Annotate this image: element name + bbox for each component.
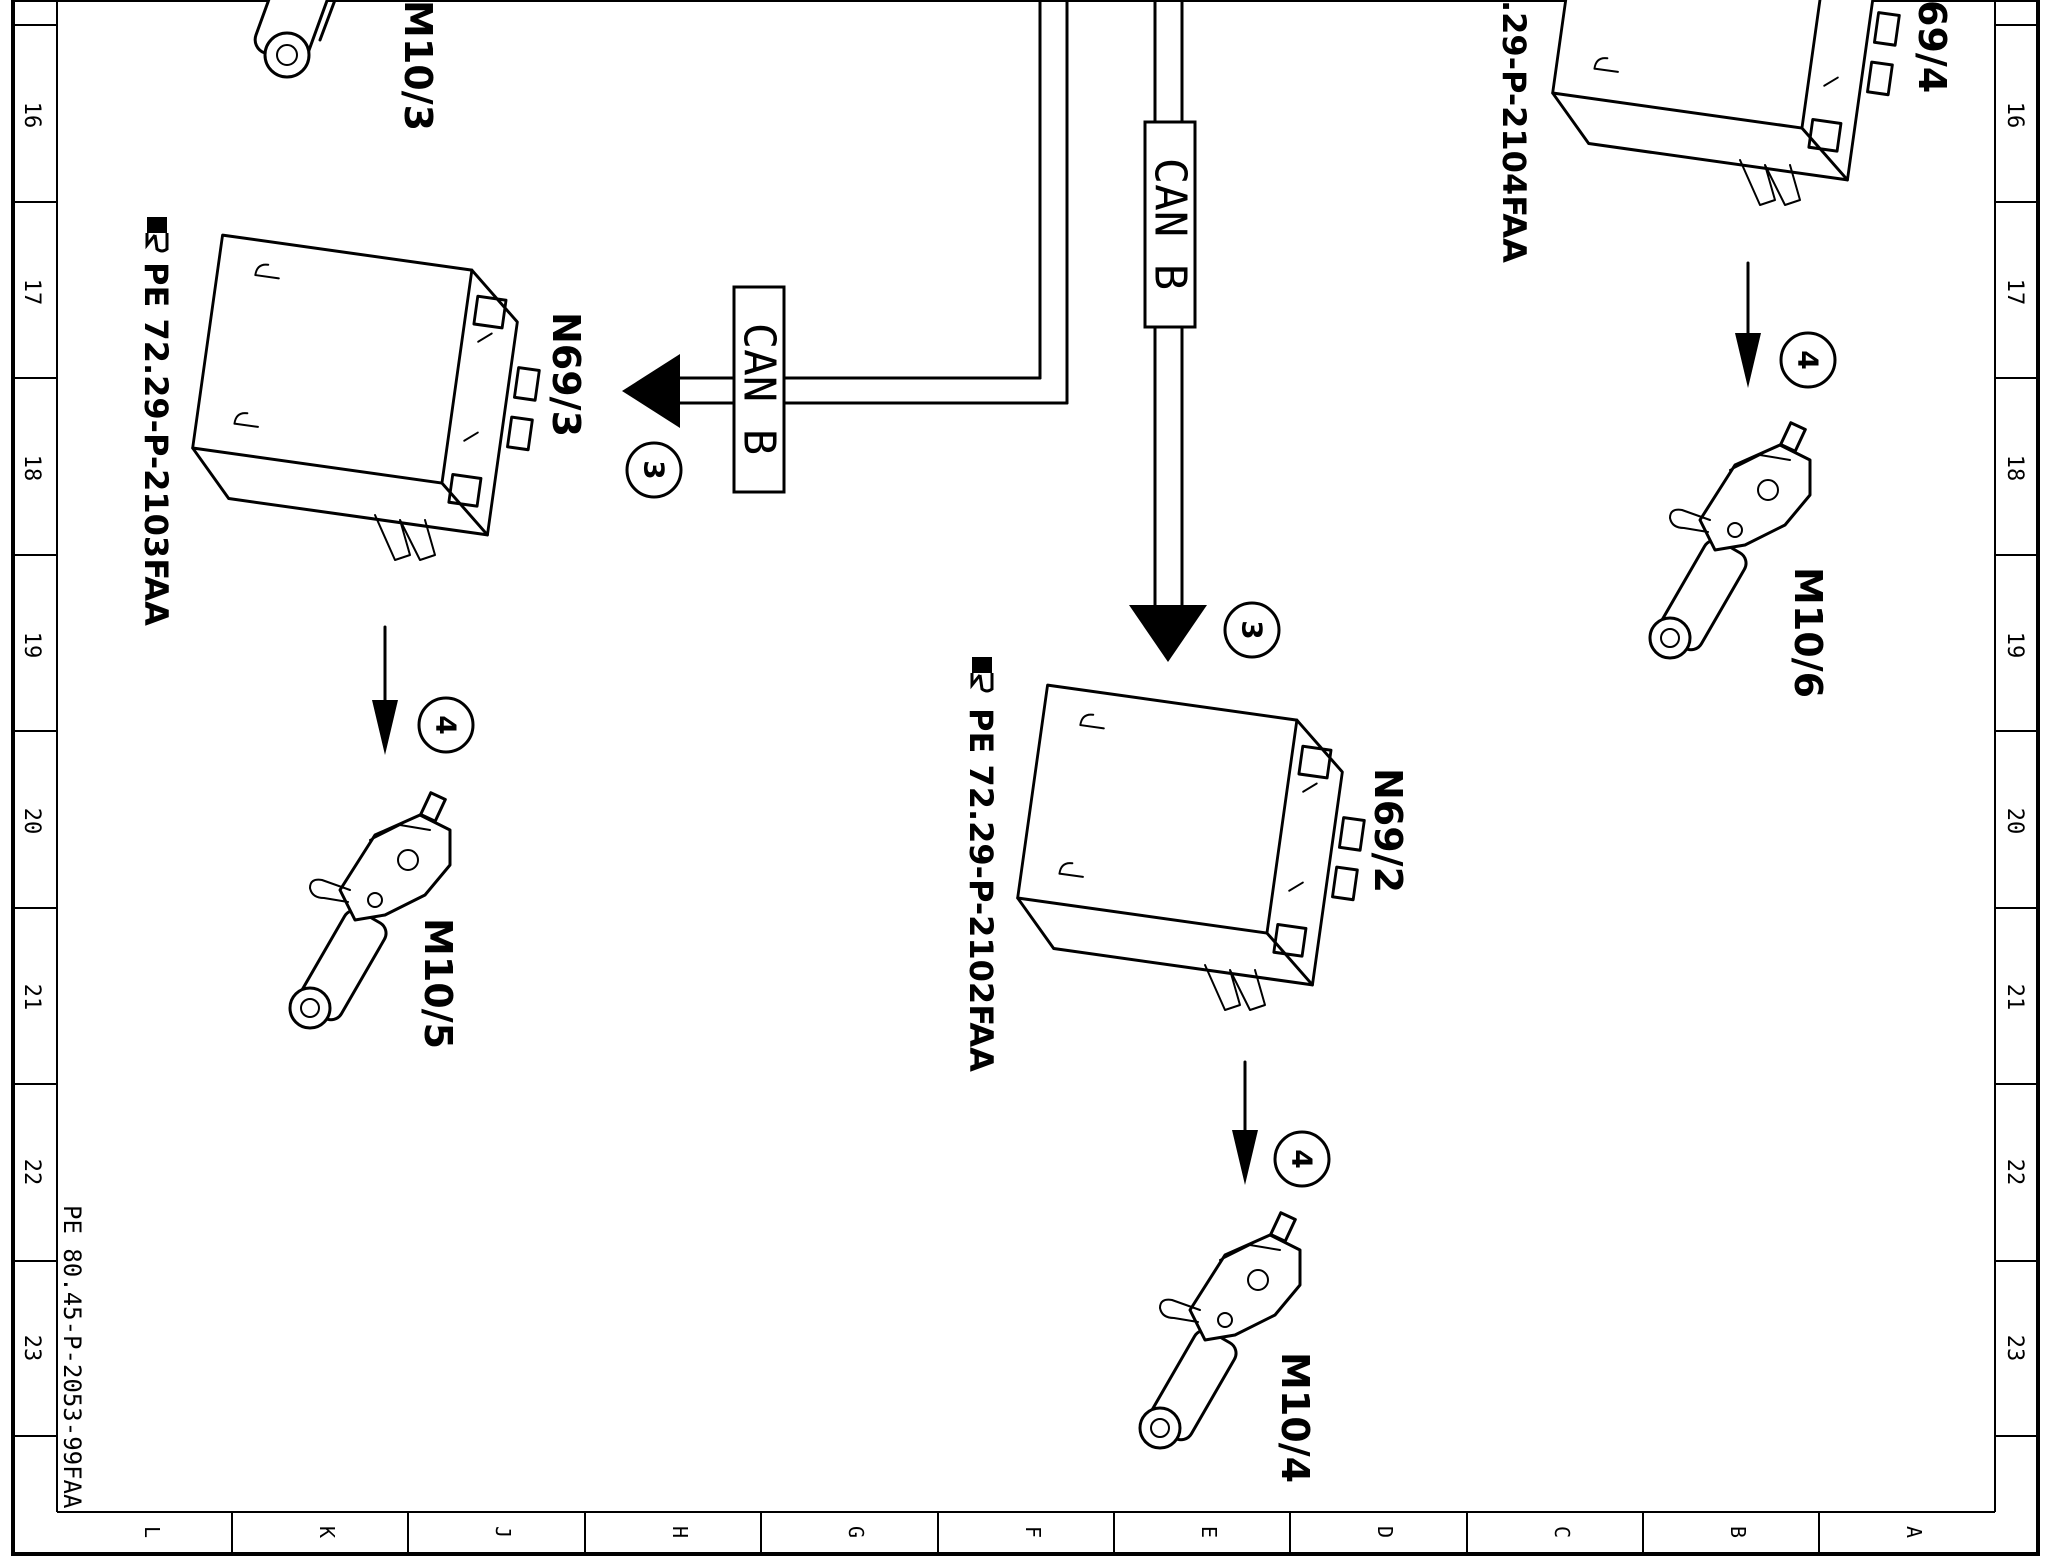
row-number: 23 — [2002, 1335, 2027, 1362]
pointing-hand-icon — [970, 655, 994, 693]
arrow-n69-3-to-m10-5 — [372, 625, 398, 755]
row-number: 22 — [2002, 1159, 2027, 1186]
column-letter: G — [844, 1526, 868, 1538]
drawing-reference: PE 80.45-P-2053-99FAA — [58, 1205, 86, 1509]
row-number: 18 — [19, 455, 44, 482]
window-motor-m10-3 — [253, 0, 337, 79]
step-number: 3 — [1236, 620, 1269, 639]
row-number: 16 — [19, 102, 44, 129]
label-n69-4-ref: .29-P-2104FAA — [1495, 0, 1533, 263]
step-marker-m10-4: 4 — [1273, 1130, 1331, 1188]
label-m10-6: M10/6 — [1786, 567, 1830, 698]
row-number: 21 — [19, 984, 44, 1011]
step-number: 4 — [1792, 350, 1825, 369]
column-letter: L — [140, 1526, 164, 1538]
can-b-text: CAN B — [734, 323, 785, 455]
can-b-label-left: CAN B — [732, 285, 786, 494]
row-number: 17 — [2002, 279, 2027, 306]
row-number: 16 — [2002, 102, 2027, 129]
column-letter: B — [1726, 1526, 1750, 1538]
column-letter: C — [1550, 1526, 1574, 1538]
column-letter: K — [315, 1526, 339, 1538]
window-motor-m10-6 — [1648, 421, 1812, 660]
column-letter: J — [491, 1526, 515, 1538]
step-number: 3 — [638, 460, 671, 479]
arrow-n69-2-to-m10-4 — [1232, 1060, 1258, 1185]
label-n69-4: 69/4 — [1910, 0, 1954, 93]
row-number: 22 — [19, 1159, 44, 1186]
row-numbers-left: 16 17 18 19 20 21 22 23 — [19, 102, 44, 1362]
label-m10-4: M10/4 — [1273, 1352, 1317, 1483]
step-marker-m10-5: 4 — [417, 696, 475, 754]
ref-n69-3: PE 72.29-P-2103FAA — [137, 215, 175, 626]
label-m10-5: M10/5 — [416, 918, 460, 1049]
ref-n69-2: PE 72.29-P-2102FAA — [962, 655, 1000, 1072]
label-n69-3: N69/3 — [544, 312, 588, 437]
bus-arrow-n69-2 — [1129, 605, 1207, 662]
step-marker-n69-3: 3 — [625, 441, 683, 499]
control-module-n69-2 — [1009, 683, 1379, 1011]
column-letter: A — [1902, 1526, 1926, 1538]
column-letter: D — [1373, 1526, 1397, 1538]
arrow-n69-4-to-m10-6 — [1735, 261, 1761, 388]
row-number: 20 — [19, 808, 44, 835]
step-number: 4 — [1286, 1149, 1319, 1168]
pointing-hand-icon — [145, 215, 169, 253]
control-module-n69-4 — [1544, 0, 1914, 206]
column-letter: F — [1021, 1526, 1045, 1538]
row-number: 23 — [19, 1335, 44, 1362]
row-number: 20 — [2002, 808, 2027, 835]
can-b-label-center: CAN B — [1143, 120, 1197, 329]
column-letter: H — [668, 1526, 692, 1538]
label-n69-3-ref: PE 72.29-P-2103FAA — [137, 262, 175, 626]
control-module-n69-3 — [184, 233, 554, 561]
label-n69-2-ref: PE 72.29-P-2102FAA — [962, 708, 1000, 1072]
can-b-text: CAN B — [1145, 158, 1196, 290]
row-number: 19 — [2002, 632, 2027, 659]
step-marker-n69-2: 3 — [1223, 601, 1281, 659]
column-letters: L K J H G F E D C B A — [140, 1526, 1926, 1538]
row-number: 17 — [19, 279, 44, 306]
column-letter: E — [1197, 1526, 1221, 1538]
row-number: 19 — [19, 632, 44, 659]
bus-arrow-n69-3 — [622, 354, 680, 428]
row-number: 18 — [2002, 455, 2027, 482]
row-number: 21 — [2002, 984, 2027, 1011]
drawing-frame — [11, 0, 2040, 1556]
step-number: 4 — [430, 715, 463, 734]
row-numbers-right: 16 17 18 19 20 21 22 23 — [2002, 102, 2027, 1362]
label-m10-3: M10/3 — [396, 0, 440, 131]
label-n69-2: N69/2 — [1366, 768, 1410, 893]
step-marker-m10-6: 4 — [1779, 331, 1837, 389]
